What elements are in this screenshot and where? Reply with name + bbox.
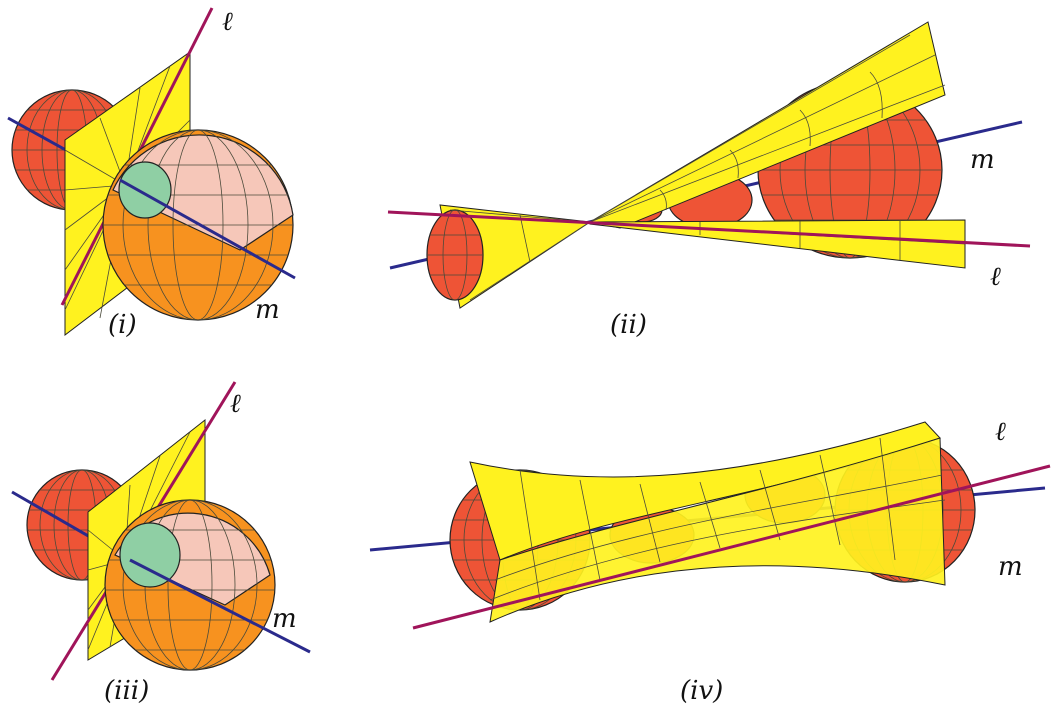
line-l: [387, 210, 1031, 248]
lower-cone: [589, 219, 966, 269]
label-m: m: [970, 145, 995, 175]
line-l: [412, 464, 1051, 630]
orange-sphere: [104, 499, 276, 671]
panel-ii: m ℓ (ii): [387, 21, 1031, 340]
left-cone: [426, 204, 592, 309]
panel-iii: ℓ m (iii): [11, 381, 311, 706]
label-l: ℓ: [222, 7, 233, 37]
label-m: m: [998, 552, 1023, 582]
caption: (iii): [104, 676, 149, 706]
caption: (ii): [610, 310, 647, 340]
label-l: ℓ: [990, 262, 1001, 292]
caption: (iv): [680, 676, 723, 706]
panel-iv: ℓ m (iv): [369, 417, 1051, 706]
panel-i: ℓ m (i): [7, 7, 296, 340]
caption: (i): [108, 310, 137, 340]
green-sphere: [118, 161, 172, 219]
green-sphere: [119, 522, 181, 588]
label-m: m: [255, 295, 280, 325]
label-l: ℓ: [995, 417, 1006, 447]
label-l: ℓ: [230, 389, 241, 419]
label-m: m: [272, 604, 297, 634]
hyperboloid-surface: [469, 421, 946, 623]
line-m-front: [129, 558, 311, 654]
line-m-front: [119, 178, 296, 280]
